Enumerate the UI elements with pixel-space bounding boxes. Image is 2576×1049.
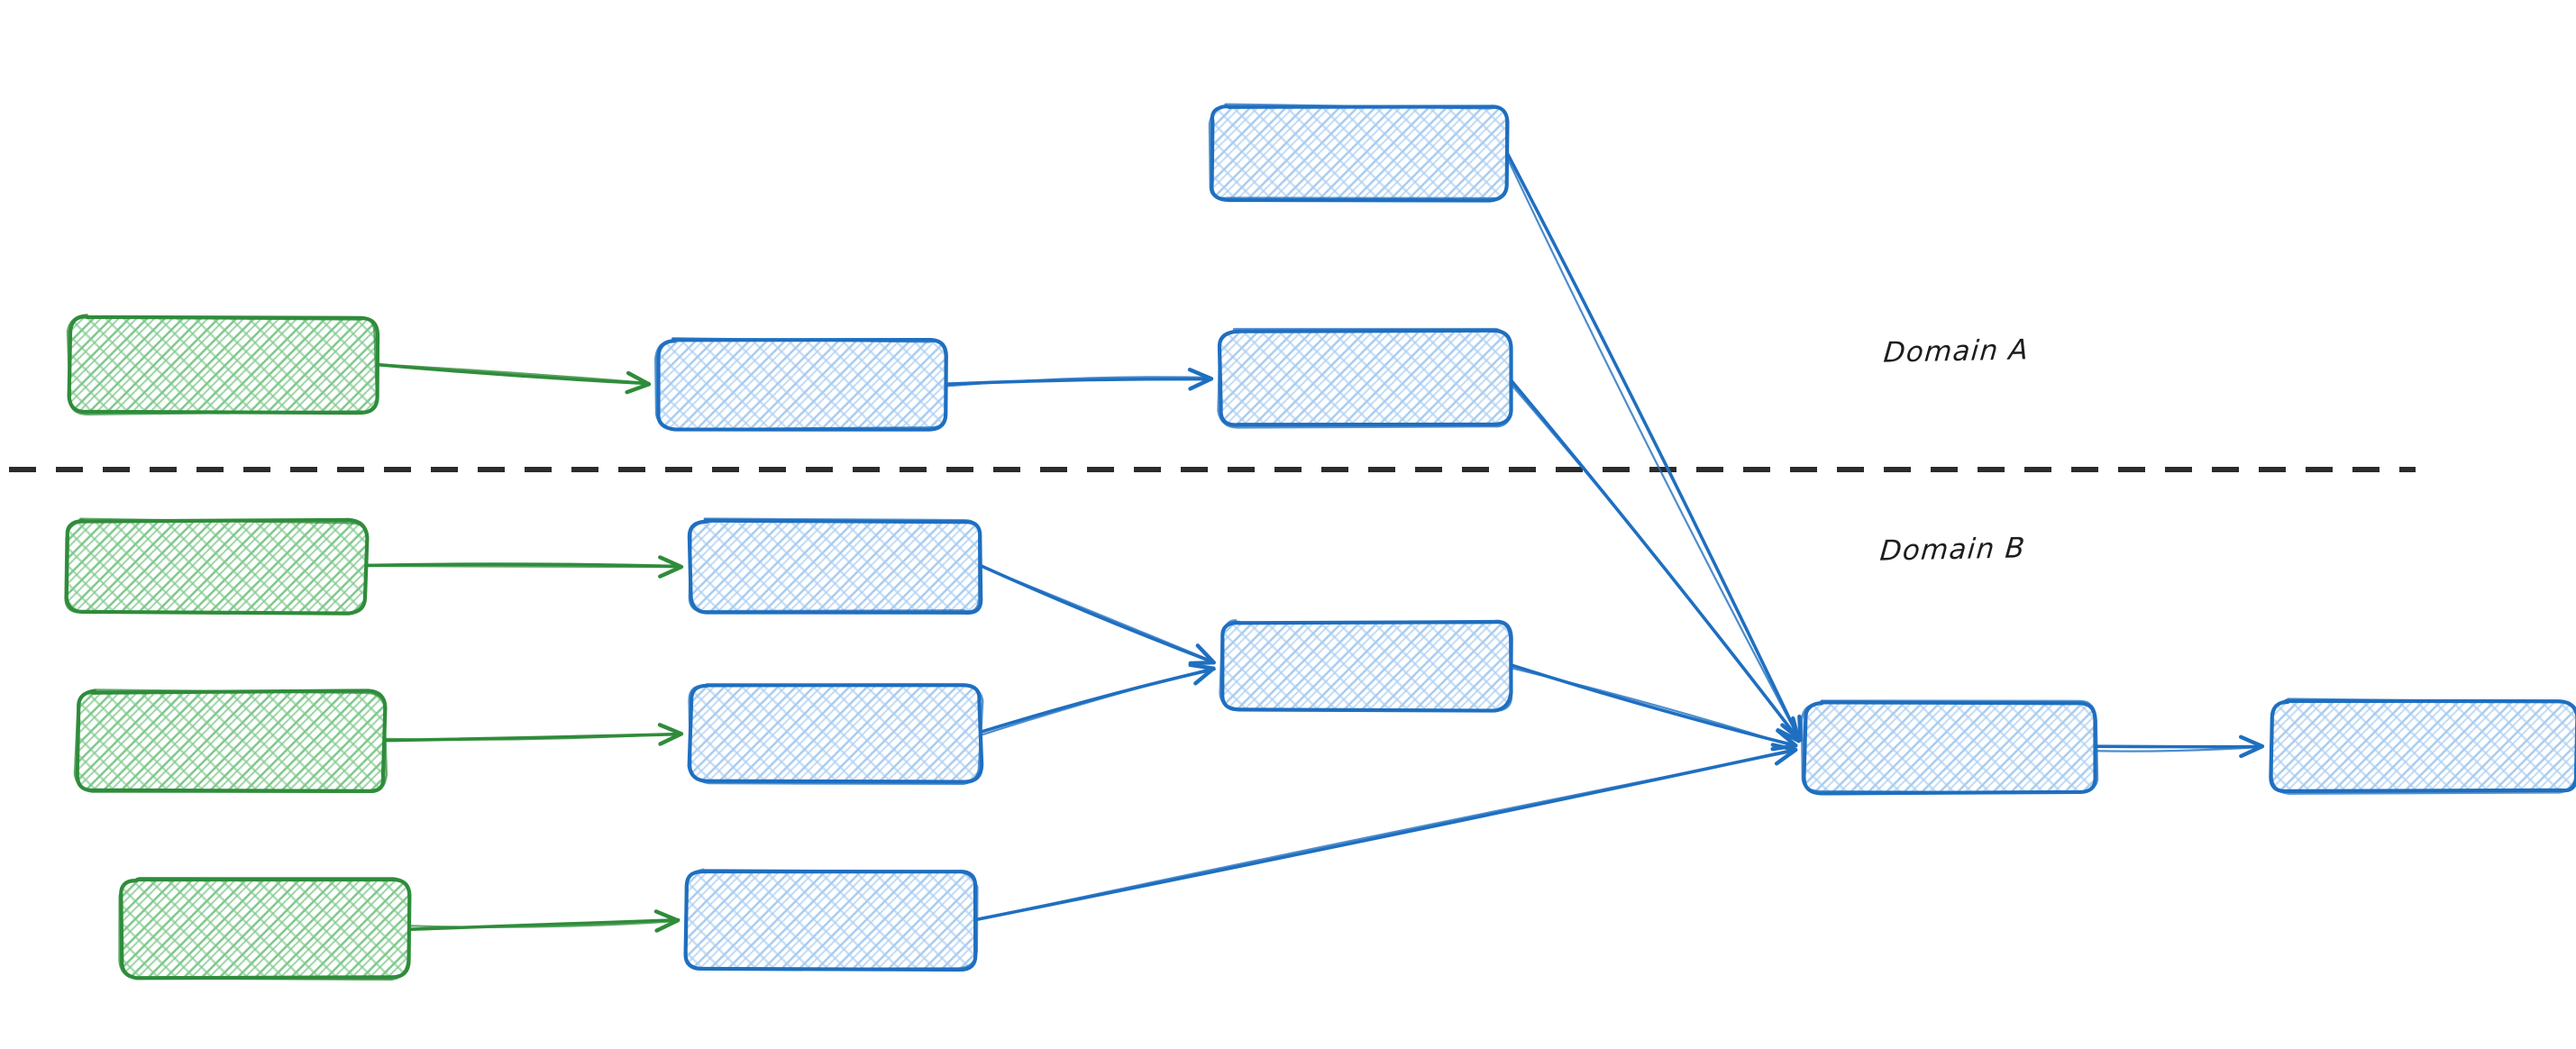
edge-e4 (381, 723, 684, 746)
node-b6[interactable] (1219, 619, 1513, 713)
node-b1[interactable] (654, 337, 948, 432)
node-b3[interactable] (687, 517, 983, 615)
domain-a-label: Domain A (1882, 333, 2031, 369)
edge-e12 (2091, 734, 2265, 759)
edge-e8 (1503, 150, 1803, 743)
node-g1[interactable] (66, 314, 380, 415)
edge-e3 (362, 555, 684, 579)
edge-e5 (406, 909, 681, 933)
edge-e6 (978, 563, 1216, 666)
edge-e11 (973, 743, 1798, 922)
edge-layer (362, 150, 2265, 933)
edge-e7 (978, 662, 1216, 736)
edge-e2 (942, 367, 1214, 391)
node-b5[interactable] (683, 868, 979, 972)
edge-e10 (1508, 662, 1798, 752)
node-b4[interactable] (687, 683, 984, 786)
node-g4[interactable] (118, 877, 412, 981)
edge-e9 (1507, 376, 1802, 743)
node-b7[interactable] (1800, 699, 2099, 796)
node-b8[interactable] (2269, 698, 2576, 795)
node-b2[interactable] (1217, 327, 1513, 429)
node-b0[interactable] (1208, 103, 1510, 203)
edge-e1 (372, 362, 652, 395)
domain-b-label: Domain B (1878, 532, 2027, 568)
node-g2[interactable] (64, 517, 370, 616)
node-layer (64, 103, 2576, 981)
node-g3[interactable] (73, 689, 388, 793)
